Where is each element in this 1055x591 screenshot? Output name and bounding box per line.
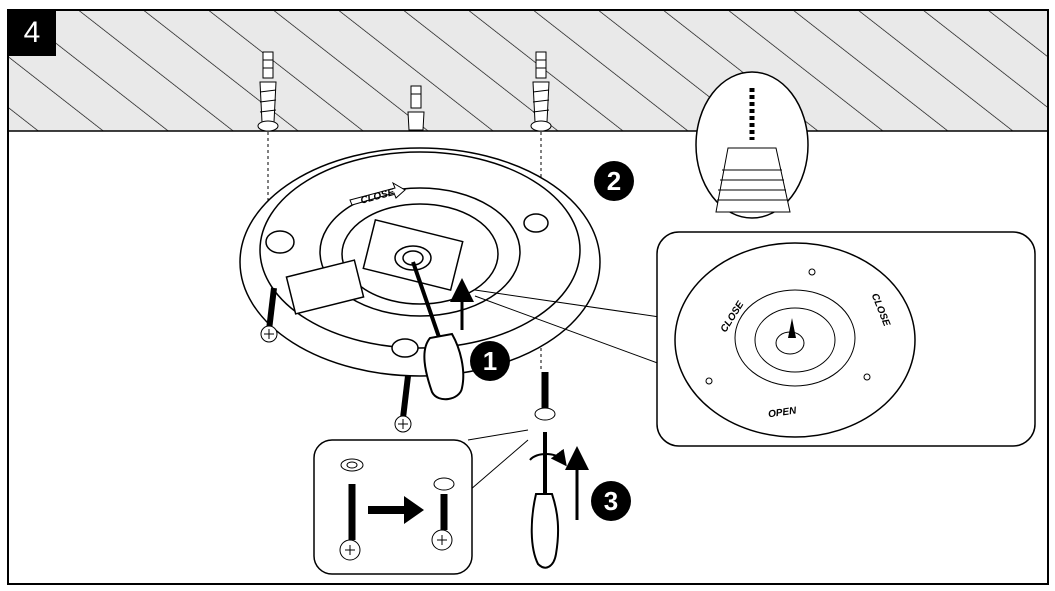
mounting-base (239, 147, 601, 377)
step-2-marker: 2 (594, 161, 634, 201)
step-3-marker: 3 (591, 481, 631, 521)
ceiling (8, 11, 1048, 132)
screw-icon (394, 375, 412, 433)
screw-icon (260, 287, 278, 343)
screwdriver-icon (529, 432, 567, 569)
washer-detail-bubble (313, 429, 529, 575)
wall-anchor-icon (407, 85, 425, 131)
anchor-detail-bubble (695, 71, 809, 219)
wall-anchor-icon (257, 51, 279, 132)
screw-icon (534, 372, 556, 421)
washer-icon (340, 458, 364, 472)
step-1-marker: 1 (470, 341, 510, 381)
step-number-badge: 4 (8, 10, 56, 56)
screwdriver-icon (411, 261, 465, 401)
plate-detail-bubble: CLOSE CLOSE OPEN (474, 231, 1036, 447)
arrow-icon (368, 496, 424, 524)
wall-anchor-icon (530, 51, 552, 132)
open-label: OPEN (767, 405, 797, 420)
